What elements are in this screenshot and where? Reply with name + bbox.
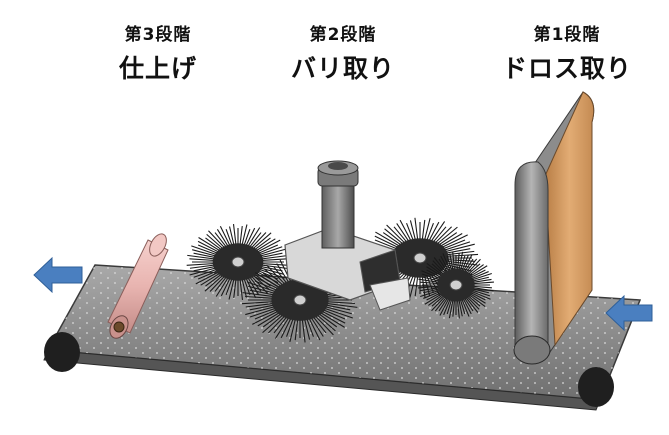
stage-1-title: ドロス取り	[501, 54, 632, 83]
stage-2-title: バリ取り	[290, 54, 395, 83]
outflow-arrow-icon	[33, 256, 83, 294]
stage-3-step: 第3段階	[124, 25, 192, 45]
stage-1-step: 第1段階	[533, 25, 601, 45]
spindle-shaft	[321, 179, 355, 249]
finishing-roller	[107, 233, 169, 339]
inflow-arrow-icon	[605, 294, 653, 332]
brush-left-back	[186, 224, 290, 300]
brush-right-front	[418, 251, 494, 319]
spindle-bore	[328, 162, 348, 170]
brush-hub-front-block	[369, 277, 411, 311]
stage-1-label: 第1段階 ドロス取り	[492, 20, 642, 85]
conveyor-belt	[43, 264, 642, 411]
dross-removal-roller	[513, 91, 595, 365]
stage-3-label: 第3段階 仕上げ	[88, 20, 228, 85]
stage-2-label: 第2段階 バリ取り	[268, 20, 418, 85]
right-belt-drum	[578, 367, 614, 407]
left-belt-drum	[44, 332, 80, 372]
stage-3-title: 仕上げ	[118, 54, 197, 83]
stage-2-step: 第2段階	[309, 25, 377, 45]
deburring-brush-unit	[186, 160, 494, 343]
